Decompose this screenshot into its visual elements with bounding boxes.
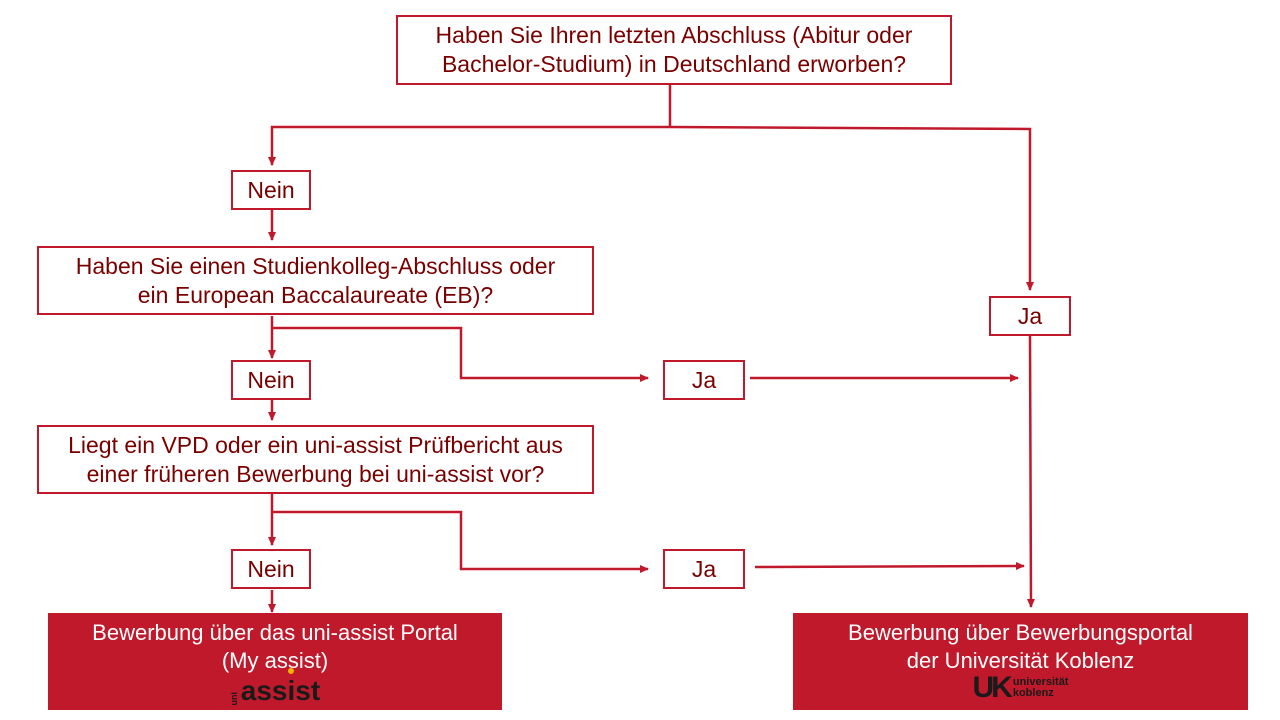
uniassist-logo-i: i <box>287 675 296 706</box>
koblenz-logo: UK universität koblenz <box>793 671 1248 704</box>
result-koblenz-line-1: Bewerbung über Bewerbungsportal <box>848 620 1193 645</box>
question-2-line-1: Haben Sie einen Studienkolleg-Abschluss … <box>75 252 556 279</box>
answer-ja-3: Ja <box>663 549 745 589</box>
result-uniassist: Bewerbung über das uni-assist Portal (My… <box>48 613 502 710</box>
uniassist-logo-st: st <box>295 675 321 706</box>
koblenz-logo-word-1: universität <box>1012 676 1069 688</box>
q1-to-ja <box>669 125 1034 291</box>
koblenz-logo-mark: UK <box>972 671 1013 704</box>
q3-to-ja <box>272 510 649 573</box>
q2-to-ja <box>272 326 649 382</box>
question-2: Haben Sie einen Studienkolleg-Abschluss … <box>37 246 594 315</box>
answer-ja-2: Ja <box>663 360 745 400</box>
ja1-to-koblenz <box>1026 334 1035 608</box>
uniassist-logo: uniassist <box>48 675 502 706</box>
ja3-to-right <box>754 562 1025 571</box>
koblenz-logo-words: universität koblenz <box>1013 677 1069 699</box>
question-1: Haben Sie Ihren letzten Abschluss (Abitu… <box>396 15 952 85</box>
answer-ja-1: Ja <box>989 296 1071 336</box>
result-uniassist-line-2: (My assist) <box>221 648 329 673</box>
result-koblenz-line-2: der Universität Koblenz <box>906 648 1135 673</box>
question-1-line-2: Bachelor-Studium) in Deutschland erworbe… <box>441 51 907 77</box>
koblenz-logo-word-2: koblenz <box>1012 687 1054 699</box>
question-1-line-1: Haben Sie Ihren letzten Abschluss (Abitu… <box>435 22 913 48</box>
question-3-line-2: einer früheren Bewerbung bei uni-assist … <box>86 460 545 487</box>
uniassist-logo-small: uni <box>228 691 239 706</box>
result-koblenz: Bewerbung über Bewerbungsportal der Univ… <box>793 613 1248 710</box>
answer-nein-1: Nein <box>231 170 311 210</box>
question-2-line-2: ein European Baccalaureate (EB)? <box>137 281 494 308</box>
answer-nein-2: Nein <box>231 360 311 400</box>
question-3-line-1: Liegt ein VPD oder ein uni-assist Prüfbe… <box>68 431 563 458</box>
result-uniassist-line-1: Bewerbung über das uni-assist Portal <box>92 620 458 645</box>
uniassist-logo-ss: ss <box>256 675 288 706</box>
q1-to-nein <box>268 125 670 166</box>
uniassist-logo-a: a <box>240 675 257 706</box>
question-3: Liegt ein VPD oder ein uni-assist Prüfbe… <box>37 425 594 494</box>
answer-nein-3: Nein <box>231 549 311 589</box>
